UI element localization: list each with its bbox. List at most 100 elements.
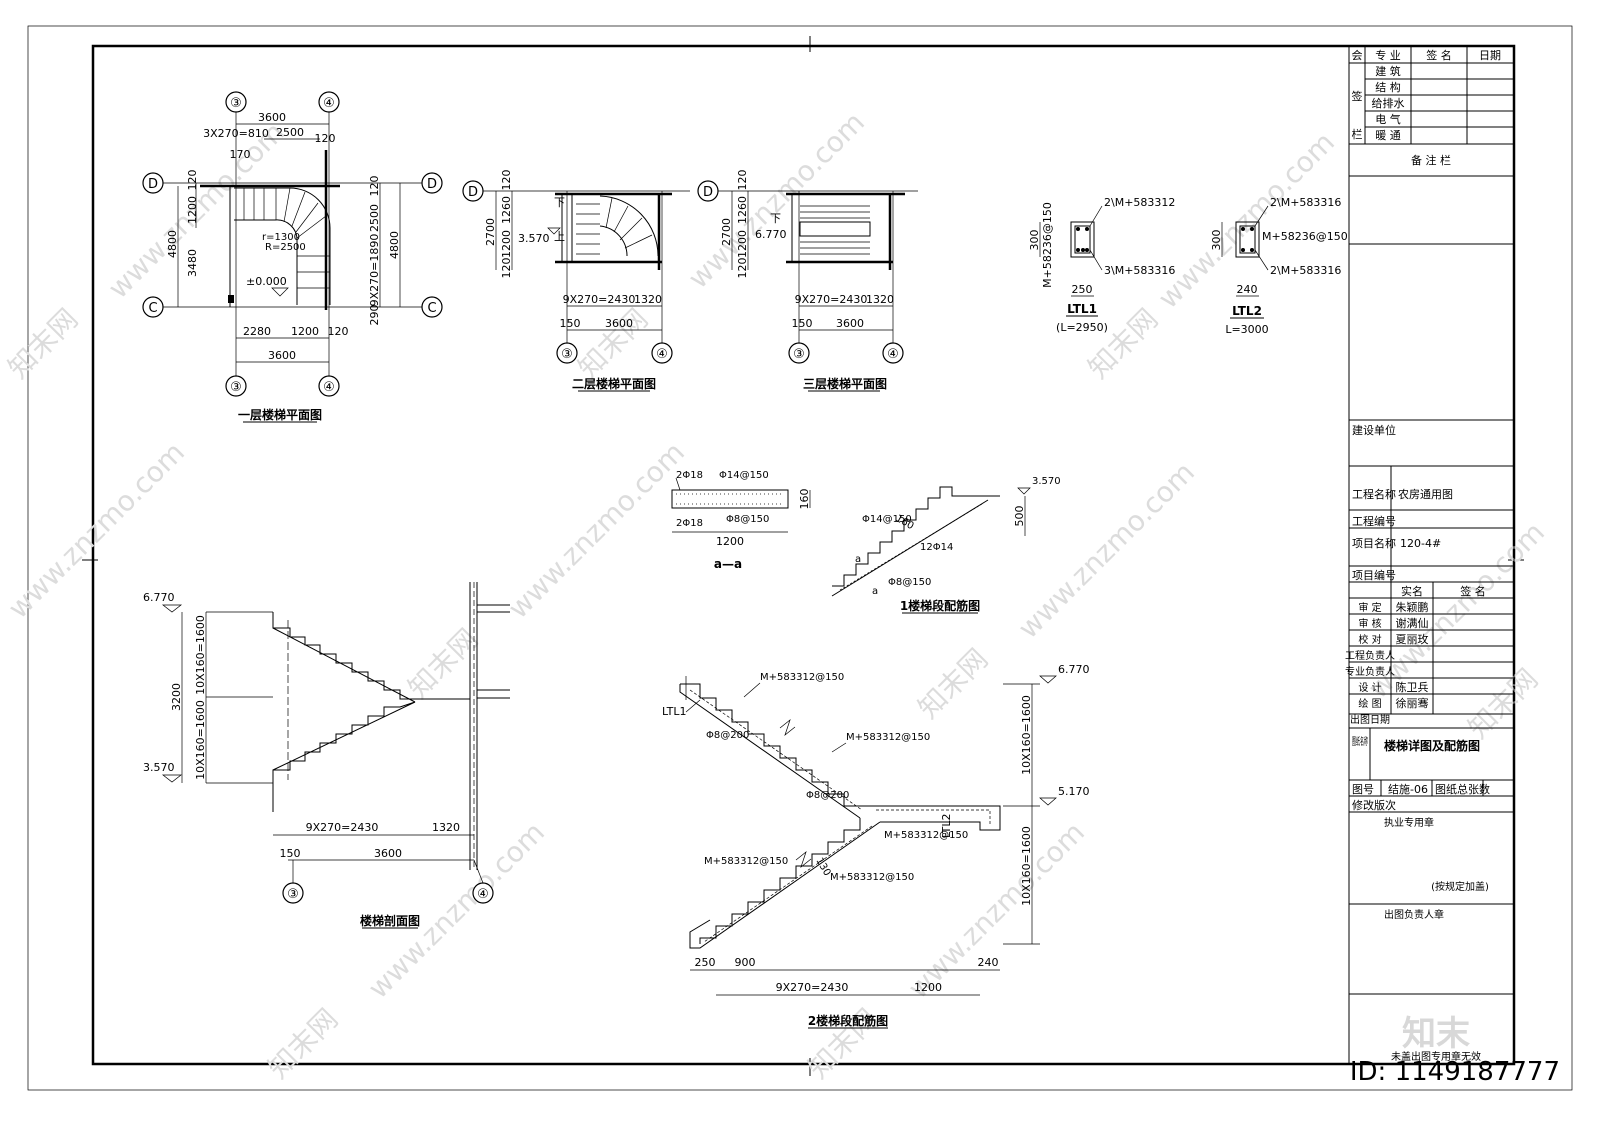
project-info: 工程名称 农房通用图 工程编号 项目名称 120-4# 项目编号: [1349, 466, 1514, 583]
svg-text:执业专用章: 执业专用章: [1384, 816, 1434, 829]
svg-text:R=2500: R=2500: [265, 242, 306, 253]
svg-text:240: 240: [978, 956, 999, 969]
svg-text:10X160=1600: 10X160=1600: [194, 615, 207, 695]
svg-text:2700: 2700: [484, 218, 497, 246]
svg-text:D: D: [427, 177, 437, 192]
svg-text:下: 下: [554, 196, 565, 209]
svg-text:900: 900: [735, 956, 756, 969]
plan-1st-floor: ③ ④ D D C C ③ ④ 3600 3X270=810: [142, 91, 443, 423]
svg-text:电 气: 电 气: [1375, 112, 1401, 126]
svg-text:3600: 3600: [836, 317, 864, 330]
svg-text:④: ④: [477, 887, 489, 902]
svg-text:栏: 栏: [1352, 127, 1363, 141]
svg-text:1320: 1320: [634, 293, 662, 306]
svg-text:9X270=2430: 9X270=2430: [306, 821, 379, 834]
svg-text:a: a: [855, 554, 861, 565]
svg-text:上: 上: [554, 230, 565, 243]
svg-text:1200: 1200: [291, 325, 319, 338]
svg-text:120: 120: [315, 132, 336, 145]
svg-text:工程名称: 工程名称: [1352, 487, 1396, 501]
svg-text:下: 下: [770, 212, 781, 225]
plan2-title: 二层楼梯平面图: [572, 376, 656, 391]
svg-text:专业负责人: 专业负责人: [1345, 665, 1395, 678]
svg-text:M+583312@150: M+583312@150: [846, 732, 930, 743]
svg-text:出图负责人章: 出图负责人章: [1384, 908, 1444, 921]
svg-text:3X270=810: 3X270=810: [203, 127, 269, 140]
svg-text:③: ③: [561, 347, 573, 362]
svg-text:9X270=2430: 9X270=2430: [795, 293, 868, 306]
beam-ltl2: 2\M+583316 M+58236@150 2\M+583316 300 24…: [1210, 196, 1348, 336]
svg-text:设 计: 设 计: [1358, 681, 1381, 694]
svg-text:项目名称: 项目名称: [1352, 536, 1396, 550]
svg-text:120: 120: [328, 325, 349, 338]
svg-text:修改版次: 修改版次: [1352, 798, 1396, 812]
svg-text:签 名: 签 名: [1426, 48, 1452, 62]
svg-text:知末网: 知末网: [1462, 662, 1545, 745]
svg-text:160: 160: [798, 489, 811, 510]
svg-text:绘 图: 绘 图: [1358, 697, 1381, 710]
svg-text:工程编号: 工程编号: [1352, 514, 1396, 528]
svg-text:知末网: 知末网: [572, 302, 655, 385]
watermark-logo: 知末: [1402, 1014, 1470, 1054]
svg-text:LTL1: LTL1: [1067, 302, 1097, 316]
svg-text:Φ8@200: Φ8@200: [706, 730, 749, 741]
svg-text:建 筑: 建 筑: [1375, 64, 1401, 78]
svg-text:M+583312@150: M+583312@150: [760, 672, 844, 683]
svg-text:6.770: 6.770: [1058, 663, 1090, 676]
svg-text:签 名: 签 名: [1460, 584, 1486, 598]
svg-text:2Φ18: 2Φ18: [676, 518, 703, 529]
svg-text:9X270=2430: 9X270=2430: [563, 293, 636, 306]
svg-text:朱颖鹏: 朱颖鹏: [1396, 601, 1429, 614]
svg-text:1200: 1200: [500, 230, 513, 258]
svg-text:2楼梯段配筋图: 2楼梯段配筋图: [808, 1013, 888, 1028]
svg-text:工程负责人: 工程负责人: [1345, 649, 1395, 662]
svg-text:L=3000: L=3000: [1225, 323, 1268, 336]
svg-text:150: 150: [560, 317, 581, 330]
outer-border: [27, 25, 1573, 1091]
svg-text:250: 250: [695, 956, 716, 969]
staff-table: 实名 签 名 审 定 朱颖鹏 审 核 谢满仙 校 对 夏丽玫 工程负责人 专业负…: [1345, 582, 1514, 726]
svg-text:1260: 1260: [500, 196, 513, 224]
svg-text:夏丽玫: 夏丽玫: [1396, 632, 1429, 646]
svg-text:120: 120: [736, 170, 749, 191]
watermark-id: ID: 1149187777: [1350, 1057, 1560, 1087]
svg-text:a—a: a—a: [714, 557, 742, 571]
svg-text:③: ③: [287, 887, 299, 902]
svg-text:Φ8@200: Φ8@200: [806, 790, 849, 801]
svg-text:D: D: [468, 185, 478, 200]
svg-text:4800: 4800: [388, 231, 401, 259]
svg-text:图号: 图号: [1352, 783, 1374, 796]
svg-text:3480: 3480: [186, 249, 199, 277]
svg-text:知末网: 知末网: [262, 1002, 345, 1085]
svg-text:2\M+583316: 2\M+583316: [1270, 196, 1341, 209]
svg-text:给排水: 给排水: [1372, 96, 1405, 110]
svg-text:Φ8@150: Φ8@150: [888, 577, 931, 588]
svg-text:300: 300: [1210, 230, 1223, 251]
svg-text:(按规定加盖): (按规定加盖): [1431, 880, 1489, 893]
svg-text:M+58236@150: M+58236@150: [1262, 230, 1348, 243]
svg-text:3600: 3600: [258, 111, 286, 124]
svg-text:项目编号: 项目编号: [1352, 568, 1396, 582]
svg-text:审 核: 审 核: [1358, 617, 1381, 630]
svg-text:徐丽骞: 徐丽骞: [1396, 696, 1429, 710]
svg-text:r=1300: r=1300: [262, 232, 300, 243]
sign-table: 会 专 业 签 名 日期 建 筑 结 构 给排水 电 气 暖 通 签 栏: [1348, 45, 1515, 145]
svg-text:M+583312@150: M+583312@150: [884, 830, 968, 841]
flight-2-reinforcement: 6.770 5.170 10X160=1600 10X160=1600 LTL1…: [662, 663, 1090, 1029]
drawing-name-label: 图纸名称: [1352, 735, 1368, 748]
svg-text:5.170: 5.170: [1058, 785, 1090, 798]
plan1-title: 一层楼梯平面图: [238, 407, 322, 422]
svg-text:1楼梯段配筋图: 1楼梯段配筋图: [900, 598, 980, 613]
svg-text:500: 500: [1013, 506, 1026, 527]
svg-text:1260: 1260: [736, 196, 749, 224]
svg-text:6.770: 6.770: [143, 591, 175, 604]
svg-text:120: 120: [186, 170, 199, 191]
svg-text:3200: 3200: [170, 683, 183, 711]
svg-text:D: D: [703, 185, 713, 200]
svg-text:图纸总张数: 图纸总张数: [1435, 782, 1490, 796]
svg-text:a: a: [872, 586, 878, 597]
watermarks: 知末网 www.znzmo.com www.znzmo.com 知末网 www.…: [2, 106, 1551, 1085]
svg-text:结施-06: 结施-06: [1388, 783, 1428, 796]
svg-text:C: C: [427, 301, 436, 316]
